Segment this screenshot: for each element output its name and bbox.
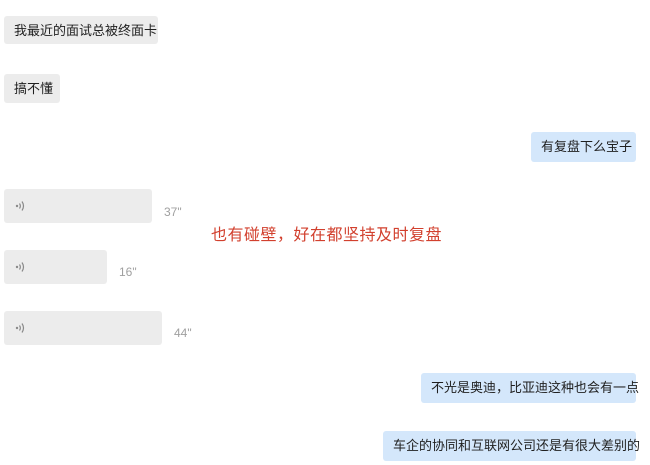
message-text: 搞不懂 bbox=[14, 82, 54, 97]
voice-message-bubble[interactable] bbox=[4, 250, 107, 284]
message-text: 我最近的面试总被终面卡 bbox=[14, 24, 158, 39]
message-text: 有复盘下么宝子 bbox=[541, 140, 633, 155]
incoming-message-bubble[interactable]: 我最近的面试总被终面卡 bbox=[4, 16, 158, 44]
voice-wave-icon bbox=[15, 323, 25, 333]
outgoing-message-bubble[interactable]: 不光是奥迪，比亚迪这种也会有一点 bbox=[421, 373, 640, 403]
voice-duration: 44" bbox=[174, 326, 192, 340]
outgoing-message-bubble[interactable]: 车企的协同和互联网公司还是有很大差别的 bbox=[383, 431, 640, 461]
voice-wave-icon bbox=[15, 201, 25, 211]
voice-message-bubble[interactable] bbox=[4, 189, 152, 223]
message-text: 车企的协同和互联网公司还是有很大差别的 bbox=[393, 439, 641, 454]
voice-message-bubble[interactable] bbox=[4, 311, 162, 345]
voice-wave-icon bbox=[15, 262, 25, 272]
voice-duration: 37" bbox=[164, 205, 182, 219]
incoming-message-bubble[interactable]: 搞不懂 bbox=[4, 74, 60, 103]
outgoing-message-bubble[interactable]: 有复盘下么宝子 bbox=[531, 132, 636, 162]
voice-duration: 16" bbox=[119, 265, 137, 279]
annotation-text: 也有碰壁，好在都坚持及时复盘 bbox=[211, 225, 443, 244]
message-text: 不光是奥迪，比亚迪这种也会有一点 bbox=[431, 381, 640, 396]
